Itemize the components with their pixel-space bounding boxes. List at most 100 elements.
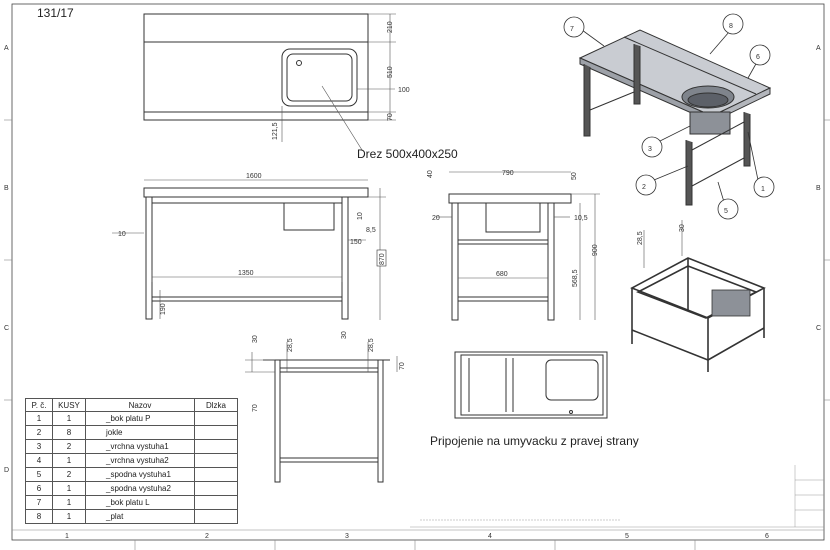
dim-iso-30: 30 [679,224,686,232]
dim-det-30: 30 [252,335,259,343]
sink-note: Drez 500x400x250 [357,147,458,161]
dim-top-210: 210 [387,21,394,33]
bom-header-row: P. č. KUSY Nazov Dlzka [25,398,238,412]
dim-side-680: 680 [496,271,508,278]
bom-cell-no: 4 [25,453,53,468]
balloon-2: 2 [642,184,646,191]
bom-cell-no: 5 [25,467,53,482]
bom-cell-len [194,509,238,524]
detail-view [263,359,390,483]
bom-header-name: Nazov [85,398,195,412]
isometric-view [578,29,772,206]
bom-cell-len [194,453,238,468]
connection-view [454,351,608,419]
balloon-7: 7 [570,26,574,33]
dim-top-510: 510 [387,66,394,78]
dim-box-870 [376,249,387,267]
dim-side-40: 40 [427,170,434,178]
dim-det-285a: 28,5 [287,338,294,352]
dim-det-285b: 28,5 [368,338,375,352]
dim-top-121: 121,5 [272,122,279,140]
col-label-3: 3 [345,533,349,540]
bom-cell-qty: 1 [52,411,86,426]
bom-cell-len [194,495,238,510]
balloon-6: 6 [756,54,760,61]
frame-isometric [630,257,766,372]
bom-cell-name: _bok platu L [85,495,195,510]
bom-cell-no: 7 [25,495,53,510]
dim-top-70: 70 [387,113,394,121]
dim-side-20: 20 [432,215,440,222]
bom-cell-qty: 1 [52,495,86,510]
col-label-1: 1 [65,533,69,540]
connection-note: Pripojenie na umyvacku z pravej strany [430,434,639,448]
balloon-8: 8 [729,23,733,30]
dim-side-790: 790 [502,170,514,177]
dim-side-900: 900 [592,244,599,256]
bom-header-no: P. č. [25,398,53,412]
sheet-frame [11,3,825,541]
bom-cell-name: _vrchna vystuha2 [85,453,195,468]
col-label-4: 4 [488,533,492,540]
bom-header-qty: KUSY [52,398,86,412]
side-view [448,193,572,321]
dim-side-5685: 568,5 [572,269,579,287]
bom-cell-qty: 1 [52,509,86,524]
bom-cell-len [194,467,238,482]
drawing-number: 131/17 [37,6,74,20]
dim-front-150: 150 [350,239,362,246]
bom-cell-qty: 1 [52,481,86,496]
bom-cell-no: 2 [25,425,53,440]
bom-cell-no: 6 [25,481,53,496]
bom-header-len: Dlzka [194,398,238,412]
dim-front-10b: 10 [357,212,364,220]
bom-cell-len [194,411,238,426]
bom-cell-name: _spodna vystuha2 [85,481,195,496]
row-label-d: D [4,467,9,474]
dim-top-100: 100 [398,87,410,94]
dim-front-870: 870 [379,253,386,265]
row-label-b: B [4,185,9,192]
bom-cell-qty: 2 [52,439,86,454]
dim-front-1600: 1600 [246,173,262,180]
dim-det-70: 70 [252,404,259,412]
bom-cell-qty: 2 [52,467,86,482]
title-block [410,465,824,528]
dim-det-70b: 70 [399,362,406,370]
bom-cell-qty: 8 [52,425,86,440]
row-label-b-right: B [816,185,821,192]
row-label-c: C [4,325,9,332]
bom-cell-len [194,425,238,440]
bom-cell-no: 8 [25,509,53,524]
top-view [143,13,369,121]
dim-side-50: 50 [571,172,578,180]
dim-front-85: 8,5 [366,227,376,234]
bom-cell-name: _bok platu P [85,411,195,426]
col-label-2: 2 [205,533,209,540]
dim-front-30: 30 [341,331,348,339]
balloon-group [563,13,775,220]
dim-front-1350: 1350 [238,270,254,277]
bom-cell-len [194,481,238,496]
front-view [143,187,369,320]
col-label-6: 6 [765,533,769,540]
bom-cell-qty: 1 [52,453,86,468]
bom-cell-name: _vrchna vystuha1 [85,439,195,454]
dim-side-105: 10,5 [574,215,588,222]
bom-cell-name: jokle [85,425,195,440]
balloon-5: 5 [724,208,728,215]
bom-cell-len [194,439,238,454]
bom-cell-no: 1 [25,411,53,426]
col-label-5: 5 [625,533,629,540]
dim-iso-285: 28,5 [637,231,644,245]
